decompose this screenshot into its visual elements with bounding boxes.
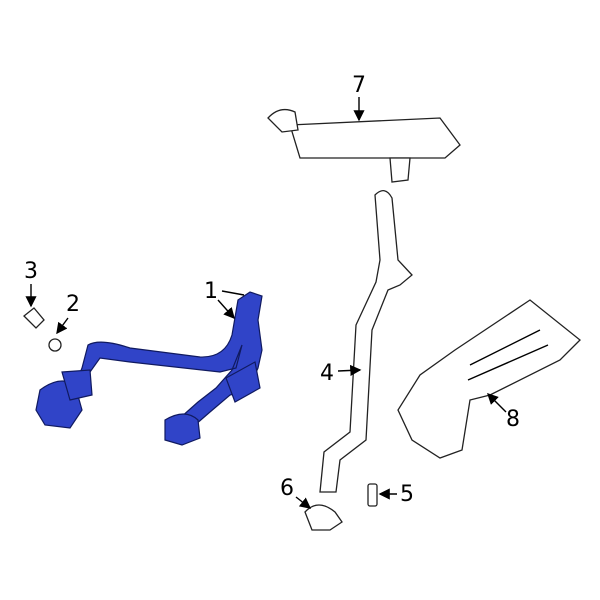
heat-shield[interactable] (397, 299, 581, 459)
tailpipe[interactable] (319, 190, 413, 493)
svg-text:1: 1 (204, 279, 218, 304)
nut[interactable] (23, 307, 45, 329)
svg-text:7: 7 (352, 73, 366, 98)
callout-1: 1 (204, 279, 244, 318)
oxygen-sensor[interactable] (367, 483, 378, 507)
svg-text:2: 2 (66, 292, 80, 317)
callout-4: 4 (320, 361, 362, 386)
callout-3: 3 (24, 259, 38, 308)
catalytic-converter[interactable] (35, 291, 263, 446)
svg-text:3: 3 (24, 259, 38, 284)
clamp[interactable] (304, 504, 343, 531)
callout-6: 6 (280, 476, 312, 509)
callout-8: 8 (487, 393, 520, 432)
svg-text:8: 8 (506, 407, 520, 432)
callout-5: 5 (378, 482, 414, 507)
svg-text:4: 4 (320, 361, 334, 386)
svg-text:5: 5 (400, 482, 414, 507)
callout-7: 7 (352, 73, 366, 122)
callout-2: 2 (56, 292, 80, 335)
svg-text:6: 6 (280, 476, 294, 501)
stud[interactable] (48, 338, 62, 352)
muffler[interactable] (267, 108, 461, 183)
